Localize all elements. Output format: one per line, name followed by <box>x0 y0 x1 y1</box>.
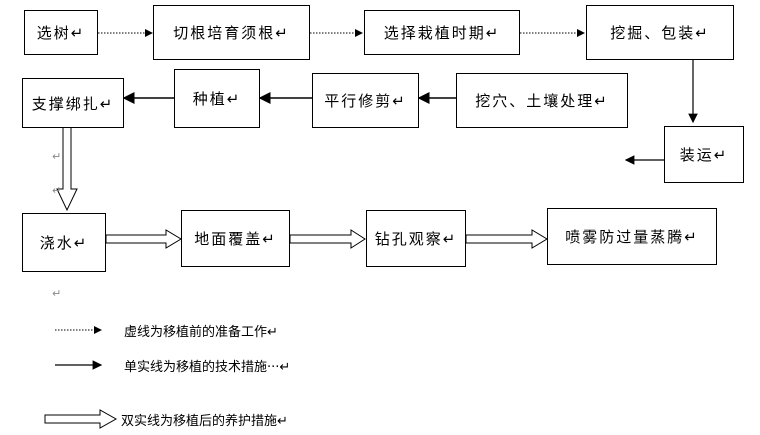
box-waxue: 挖穴、土壤处理↵ <box>456 73 628 128</box>
box-xiujian: 平行修剪↵ <box>312 73 419 128</box>
box-penwu: 喷雾防过量蒸腾↵ <box>547 208 717 265</box>
paragraph-mark: ↵ <box>52 150 62 163</box>
box-zhicheng: 支撑绑扎↵ <box>22 78 124 128</box>
box-jiaoshui: 浇水↵ <box>22 213 106 272</box>
box-fugai: 地面覆盖↵ <box>181 210 290 267</box>
box-qiegen: 切根培育须根↵ <box>153 5 310 60</box>
box-xuanshu: 选树↵ <box>24 10 98 55</box>
legend-solid-text: 单实线为移植的技术措施···↵ <box>124 360 291 375</box>
box-shiqi: 选择栽植时期↵ <box>364 10 520 55</box>
arrow-zuankong-to-penwu <box>465 229 548 249</box>
legend-double-text: 双实线为移植后的养护措施↵ <box>121 414 288 429</box>
arrow-zhicheng-to-jiaoshui <box>56 124 78 212</box>
arrow-jiaoshui-to-fugai <box>105 229 182 249</box>
box-wajue: 挖掘、包装↵ <box>586 5 734 60</box>
legend-dotted-text: 虚线为移植前的准备工作↵ <box>124 325 278 340</box>
box-zuankong: 钻孔观察↵ <box>366 210 466 267</box>
arrow-fugai-to-zuankong <box>289 229 366 249</box>
box-zhongzhi: 种植↵ <box>174 69 260 128</box>
box-zhuangyun: 装运↵ <box>664 126 744 183</box>
paragraph-mark: ↵ <box>52 184 62 197</box>
legend-double-arrow <box>44 409 118 429</box>
paragraph-mark: ↵ <box>52 287 62 300</box>
